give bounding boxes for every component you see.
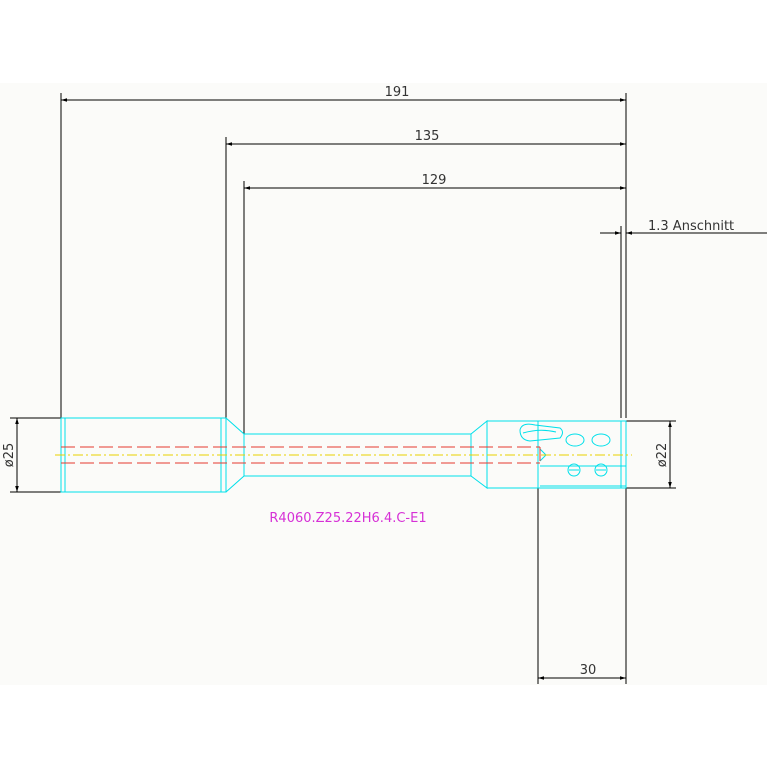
dim-head-length: 30 <box>537 488 627 684</box>
dim-neck-to-tip-text: 129 <box>422 173 447 188</box>
insert-pocket <box>519 423 563 442</box>
dim-shank-to-tip-text: 135 <box>415 129 440 144</box>
dim-shank-to-tip: 135 <box>225 129 626 418</box>
dim-shank-diameter: ø25 <box>2 417 61 493</box>
dim-neck-to-tip: 129 <box>243 173 626 434</box>
dim-shank-diameter-text: ø25 <box>2 443 17 468</box>
dim-overall-length: 191 <box>60 85 627 418</box>
drawing-area <box>0 83 767 685</box>
dim-head-diameter-text: ø22 <box>655 443 670 468</box>
dim-chamfer: 1.3 Anschnitt <box>600 219 767 418</box>
part-number-label: R4060.Z25.22H6.4.C-E1 <box>269 511 426 526</box>
coolant-hole-1 <box>565 433 585 447</box>
screw-1 <box>567 463 581 477</box>
coolant-channel <box>61 446 541 464</box>
dim-head-length-text: 30 <box>580 663 597 678</box>
dim-overall-length-text: 191 <box>385 85 410 100</box>
screw-2 <box>594 463 608 477</box>
dim-chamfer-text: 1.3 Anschnitt <box>648 219 734 234</box>
dim-head-diameter: ø22 <box>626 420 676 489</box>
coolant-hole-2 <box>591 433 611 447</box>
